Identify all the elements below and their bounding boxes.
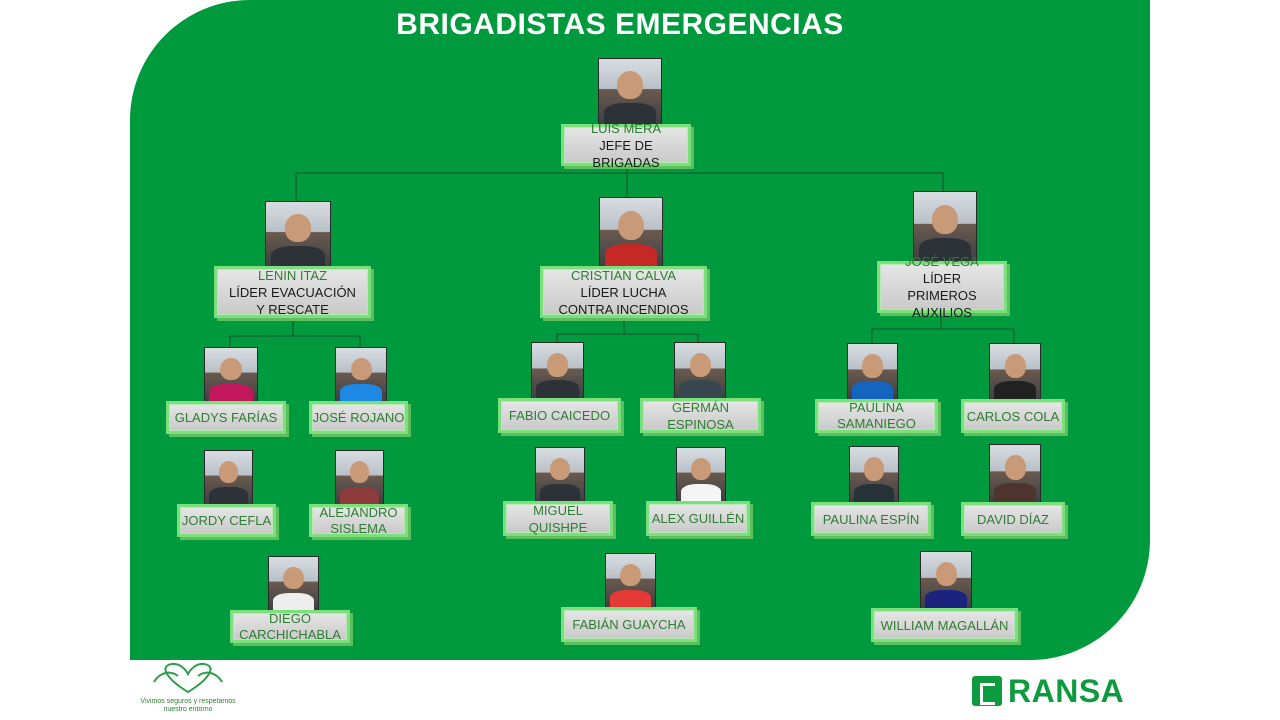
leader-box: LENIN ITAZ LÍDER EVACUACIÓN Y RESCATE: [214, 266, 371, 318]
member-name: CARLOS COLA: [966, 408, 1060, 424]
member-box: ALEX GUILLÉN: [646, 501, 750, 536]
member-photo: [676, 447, 726, 503]
page-title: BRIGADISTAS EMERGENCIAS: [396, 8, 844, 41]
member-box: MIGUEL QUISHPE: [503, 501, 613, 536]
member-name: WILLIAM MAGALLÁN: [880, 617, 1009, 633]
leader-role: LÍDER LUCHA CONTRA INCENDIOS: [558, 284, 689, 317]
member-name: GLADYS FARÍAS: [174, 410, 278, 425]
member-photo: [268, 556, 319, 612]
member-box: JORDY CEFLA: [177, 504, 276, 537]
member-name: PAULINA ESPÍN: [822, 511, 920, 527]
member-box: PAULINA ESPÍN: [811, 502, 931, 536]
slogan-line2: nuestro entorno: [163, 706, 213, 713]
leader-photo: [913, 191, 977, 263]
member-box: CARLOS COLA: [961, 399, 1065, 433]
leader-name: CRISTIAN CALVA: [571, 267, 676, 283]
member-photo: [204, 347, 258, 403]
member-photo: [535, 447, 585, 503]
member-name: JOSÉ ROJANO: [312, 410, 405, 425]
member-name: PAULINA SAMANIEGO: [837, 400, 916, 431]
member-photo: [989, 444, 1041, 504]
hands-heart-icon: [153, 662, 223, 694]
member-name: ALEJANDRO SISLEMA: [319, 504, 398, 536]
leader-name: JOSÉ VEGA: [905, 254, 979, 269]
chief-role: JEFE DE BRIGADAS: [592, 137, 660, 170]
member-box: DIEGO CARCHICHABLA: [230, 610, 350, 643]
slogan-logo: Vivimos seguros y respetamos nuestro ent…: [138, 660, 238, 720]
ransa-mark-icon: [972, 676, 1002, 706]
member-box: JOSÉ ROJANO: [309, 401, 408, 434]
member-name: JORDY CEFLA: [181, 513, 272, 528]
member-box: WILLIAM MAGALLÁN: [871, 608, 1018, 642]
member-photo: [335, 347, 387, 403]
chief-box: LUIS MERA JEFE DE BRIGADAS: [561, 121, 691, 170]
leader-photo: [265, 201, 331, 269]
leader-name: LENIN ITAZ: [257, 267, 328, 283]
leader-role: LÍDER EVACUACIÓN Y RESCATE: [229, 284, 356, 317]
member-photo: [849, 446, 899, 504]
member-name: MIGUEL QUISHPE: [528, 502, 588, 535]
member-photo: [674, 342, 726, 400]
member-box: FABIO CAICEDO: [498, 398, 621, 433]
member-photo: [335, 450, 384, 506]
leader-role: LÍDER PRIMEROS AUXILIOS: [907, 271, 977, 320]
leader-box: JOSÉ VEGA LÍDER PRIMEROS AUXILIOS: [877, 254, 1007, 320]
member-box: FABIÁN GUAYCHA: [561, 607, 697, 642]
ransa-logo: RANSA: [972, 672, 1125, 709]
member-name: DAVID DÍAZ: [977, 511, 1049, 527]
member-name: GERMÁN ESPINOSA: [667, 399, 734, 432]
leader-box: CRISTIAN CALVA LÍDER LUCHA CONTRA INCEND…: [540, 266, 707, 318]
member-photo: [531, 342, 584, 400]
member-name: DIEGO CARCHICHABLA: [239, 610, 341, 642]
chief-photo: [598, 58, 662, 126]
member-photo: [605, 553, 656, 609]
member-name: FABIÁN GUAYCHA: [572, 617, 686, 632]
member-photo: [989, 343, 1041, 401]
member-box: PAULINA SAMANIEGO: [815, 399, 938, 433]
member-photo: [847, 343, 898, 401]
member-photo: [920, 551, 972, 610]
chief-name: LUIS MERA: [590, 120, 662, 136]
ransa-wordmark: RANSA: [1008, 672, 1125, 709]
slogan-line1: Vivimos seguros y respetamos: [140, 698, 236, 705]
leader-photo: [599, 197, 663, 269]
member-name: FABIO CAICEDO: [508, 408, 611, 423]
member-photo: [204, 450, 253, 506]
member-box: DAVID DÍAZ: [961, 502, 1065, 536]
member-name: ALEX GUILLÉN: [651, 511, 745, 526]
member-box: GLADYS FARÍAS: [166, 401, 286, 434]
member-box: GERMÁN ESPINOSA: [640, 398, 761, 433]
member-box: ALEJANDRO SISLEMA: [309, 504, 408, 537]
